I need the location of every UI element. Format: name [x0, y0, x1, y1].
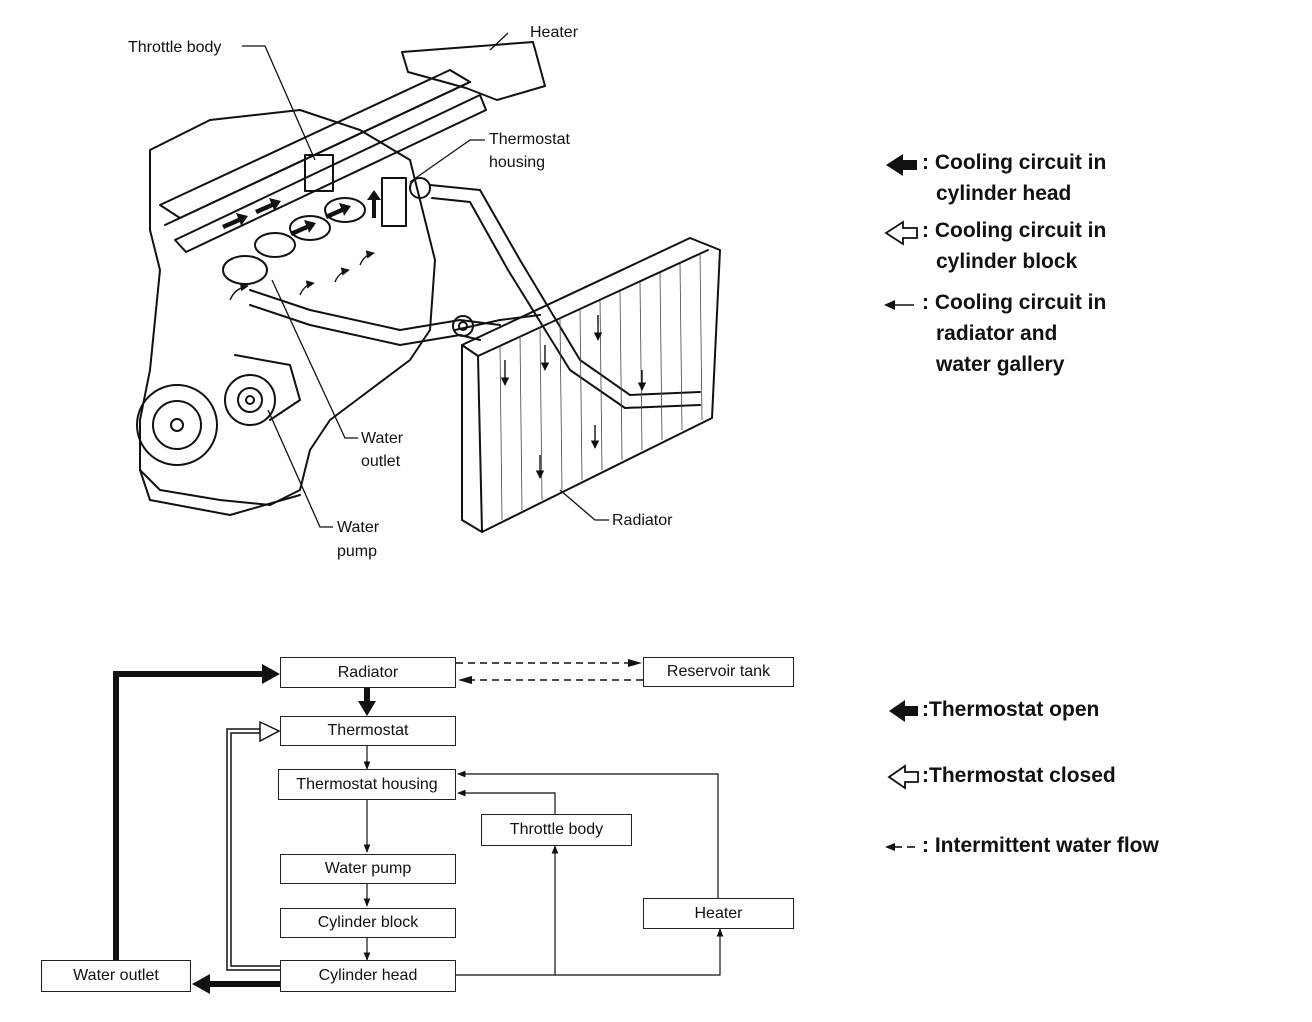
- node-radiator: Radiator: [280, 657, 456, 688]
- legend-bottom-item-3: : Intermittent water flow: [922, 834, 1159, 857]
- legend-top-item-3-line1: : Cooling circuit in: [922, 291, 1107, 314]
- radiator-body: [461, 237, 721, 533]
- node-throttle-body: Throttle body: [481, 814, 632, 846]
- hollow-arrow-icon: [884, 220, 918, 246]
- label-thermostat-housing-line1: Thermostat: [489, 131, 570, 148]
- flow-head-to-thermostat-closed: [230, 732, 280, 967]
- label-throttle-body: Throttle body: [128, 39, 222, 56]
- label-water-pump-line2: pump: [337, 543, 378, 560]
- node-reservoir-tank: Reservoir tank: [643, 657, 794, 687]
- node-heater: Heater: [643, 898, 794, 929]
- node-water-pump: Water pump: [280, 854, 456, 884]
- node-water-outlet: Water outlet: [41, 960, 191, 992]
- node-thermostat-housing: Thermostat housing: [278, 769, 456, 800]
- solid-arrow-icon: [886, 154, 917, 176]
- label-water-pump-line1: Water: [337, 519, 380, 536]
- small-arrow-icon: [884, 300, 914, 310]
- legend-top-item-1-line2: cylinder head: [936, 182, 1072, 205]
- thermostat-housing-part: [381, 177, 407, 227]
- node-cylinder-block: Cylinder block: [280, 908, 456, 938]
- legend-top-item-3-line2: radiator and: [936, 322, 1058, 345]
- water-pump-pulley: [224, 374, 276, 426]
- label-thermostat-housing-line2: housing: [489, 154, 546, 171]
- legend-bottom-item-1: :Thermostat open: [922, 698, 1100, 721]
- legend-top-item-1-line1: : Cooling circuit in: [922, 151, 1107, 174]
- legend-bottom-item-2: :Thermostat closed: [922, 764, 1116, 787]
- heater-panel: [401, 41, 546, 101]
- node-thermostat: Thermostat: [280, 716, 456, 746]
- dashed-arrow-icon: [885, 843, 915, 851]
- label-water-outlet-line1: Water: [361, 430, 404, 447]
- throttle-body-part: [304, 154, 334, 192]
- legend-top-item-2-line2: cylinder block: [936, 250, 1078, 273]
- engine-block: [139, 109, 436, 506]
- flow-outlet-to-radiator: [113, 671, 266, 960]
- legend-top-item-3-line3: water gallery: [936, 353, 1065, 376]
- node-cylinder-head: Cylinder head: [280, 960, 456, 992]
- hollow-arrow-icon: [887, 764, 919, 790]
- label-heater: Heater: [530, 24, 579, 41]
- solid-arrow-icon: [889, 700, 918, 722]
- label-water-outlet-line2: outlet: [361, 453, 401, 470]
- label-radiator: Radiator: [612, 512, 673, 529]
- crank-pulley: [136, 384, 218, 466]
- legend-top-item-2-line1: : Cooling circuit in: [922, 219, 1107, 242]
